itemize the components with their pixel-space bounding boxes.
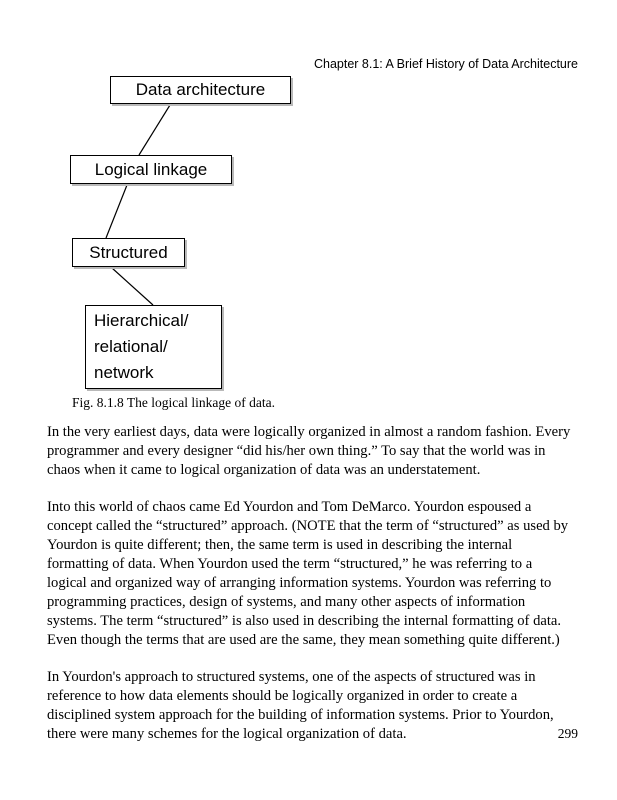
body-text: In the very earliest days, data were log… bbox=[47, 423, 573, 762]
connector-line-3 bbox=[111, 267, 154, 306]
diagram-box-label: Structured bbox=[89, 242, 168, 262]
diagram-box-label: Data architecture bbox=[135, 80, 266, 100]
diagram-box-logical-linkage: Logical linkage bbox=[70, 155, 232, 184]
diagram-box-label-line: network bbox=[94, 363, 154, 382]
diagram-box-hierarchical-relational-network: Hierarchical/ relational/ network bbox=[85, 305, 222, 389]
diagram-box-structured: Structured bbox=[72, 238, 185, 267]
page-number: 299 bbox=[557, 726, 578, 741]
body-paragraph: In Yourdon's approach to structured syst… bbox=[47, 669, 554, 742]
diagram-box-label: Logical linkage bbox=[94, 159, 208, 179]
chapter-running-head: Chapter 8.1: A Brief History of Data Arc… bbox=[313, 57, 578, 71]
diagram-box-label-line: relational/ bbox=[94, 337, 168, 356]
diagram-box-data-architecture: Data architecture bbox=[110, 76, 291, 104]
figure-caption: Fig. 8.1.8 The logical linkage of data. bbox=[72, 395, 275, 410]
body-paragraph: In the very earliest days, data were log… bbox=[47, 424, 571, 478]
diagram-box-label-line: Hierarchical/ bbox=[94, 311, 189, 330]
body-paragraph: Into this world of chaos came Ed Yourdon… bbox=[47, 499, 569, 648]
connector-line-1 bbox=[138, 104, 171, 156]
connector-line-2 bbox=[105, 184, 128, 239]
